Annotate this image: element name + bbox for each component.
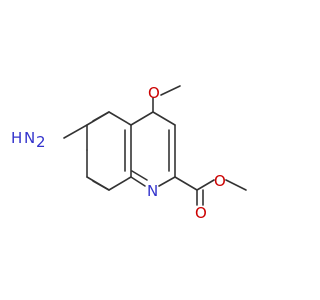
molecule-diagram: H N 2 N O O O	[11, 84, 247, 222]
bond	[92, 180, 110, 191]
bond	[130, 176, 146, 187]
bond	[108, 111, 132, 126]
bond	[63, 124, 88, 139]
bond	[225, 179, 247, 191]
ring-nitrogen-label: N	[147, 182, 158, 200]
ether-oxygen-label: O	[148, 84, 160, 102]
bond	[131, 170, 148, 181]
bond	[152, 111, 176, 126]
bond	[130, 111, 154, 126]
bond	[92, 111, 110, 122]
ester-ether-oxygen-label: O	[214, 172, 226, 190]
bond	[196, 179, 215, 191]
bond	[158, 176, 176, 187]
bond	[174, 176, 198, 191]
carbonyl-oxygen-label: O	[195, 204, 207, 222]
amine-n-label: N	[24, 129, 35, 147]
structure-canvas: H N 2 N O O O	[11, 84, 247, 222]
bond	[160, 85, 181, 96]
amine-h2-label: 2	[36, 133, 46, 151]
amine-h-label: H	[11, 129, 22, 147]
bond	[108, 176, 132, 191]
